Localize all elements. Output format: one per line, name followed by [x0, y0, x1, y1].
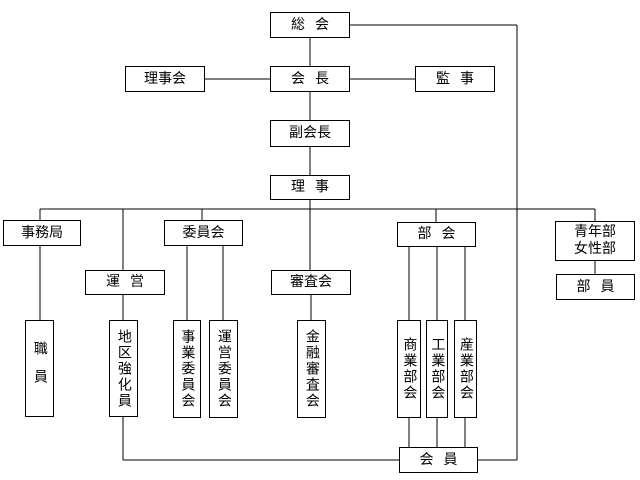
node-unei-iinkai: 運営委員会	[209, 320, 238, 418]
node-kaicho-label: 会長	[291, 70, 339, 87]
node-buin: 部員	[556, 274, 635, 300]
node-jimukyoku: 事務局	[3, 220, 81, 246]
node-shinsakai: 審査会	[271, 270, 351, 295]
node-seinenbu-joseibu: 青年部 女性部	[555, 221, 635, 261]
node-shokuin: 職員	[25, 320, 54, 417]
node-iinkai: 委員会	[164, 220, 243, 246]
node-fukukaicho-label: 副会長	[289, 125, 331, 142]
node-chiku-label: 地区強化員	[115, 328, 132, 409]
node-soukai-label: 総会	[291, 16, 339, 33]
node-kinyu-shinsakai: 金融審査会	[297, 320, 326, 418]
node-iinkai-label: 委員会	[182, 224, 225, 241]
node-soukai: 総会	[270, 12, 350, 38]
node-shogyo-bukai: 商業部会	[397, 320, 421, 418]
node-kogyo-bukai: 工業部会	[426, 320, 448, 418]
node-unei-label: 運営	[106, 274, 154, 291]
node-rijikai-label: 理事会	[144, 70, 186, 87]
node-shokuin-label: 職員	[31, 340, 48, 397]
node-jigyo-iinkai: 事業委員会	[173, 320, 201, 418]
node-kaiin: 会員	[399, 447, 478, 473]
node-kanji: 監事	[415, 66, 495, 92]
node-bukai: 部会	[397, 222, 476, 247]
node-shinsakai-label: 審査会	[290, 274, 332, 291]
node-riji-label: 理事	[291, 179, 339, 196]
node-unei: 運営	[85, 270, 165, 295]
node-buin-label: 部員	[576, 278, 625, 295]
node-chiku-kyoka-in: 地区強化員	[109, 320, 138, 417]
node-kaicho: 会長	[270, 66, 350, 92]
node-kanji-label: 監事	[436, 70, 484, 87]
node-bukai-label: 部会	[417, 226, 466, 243]
node-kinyu-label: 金融審査会	[303, 329, 320, 409]
node-unei-iinkai-label: 運営委員会	[215, 329, 232, 409]
node-fukukaicho: 副会長	[270, 120, 350, 147]
node-seinenbu-label: 青年部 女性部	[574, 224, 616, 257]
node-shogyo-label: 商業部会	[401, 337, 418, 401]
node-riji: 理事	[270, 175, 350, 200]
node-rijikai: 理事会	[125, 66, 205, 92]
node-sangyo-bukai: 産業部会	[454, 320, 477, 418]
node-jimukyoku-label: 事務局	[21, 224, 63, 241]
node-kaiin-label: 会員	[419, 451, 468, 468]
node-kogyo-label: 工業部会	[429, 337, 446, 401]
node-sangyo-label: 産業部会	[457, 337, 474, 401]
node-jigyo-iinkai-label: 事業委員会	[179, 329, 196, 409]
